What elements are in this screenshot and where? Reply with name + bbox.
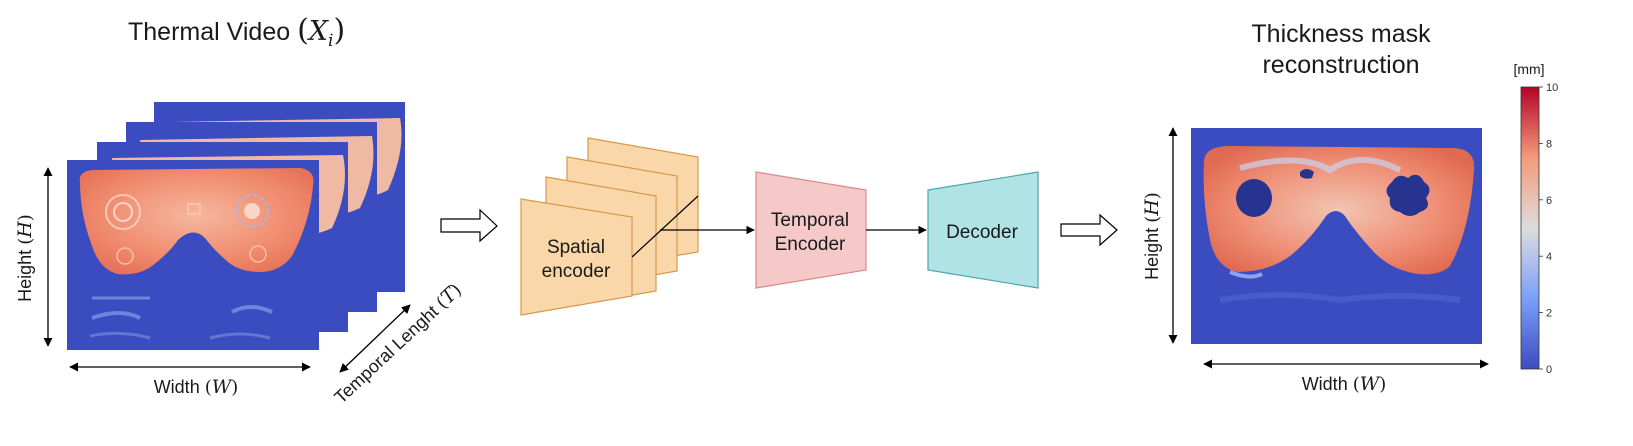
output-height-label: Height (H) [1141, 192, 1163, 280]
thickness-mask-image [1191, 128, 1482, 344]
output-title-line-1: Thickness mask [1251, 20, 1431, 48]
thermal-video-frames [67, 102, 405, 350]
colorbar-gradient [1520, 86, 1540, 370]
colorbar-tick-label: 2 [1546, 308, 1552, 320]
colorbar-unit: [mm] [1513, 61, 1544, 77]
colorbar-tick-label: 4 [1546, 251, 1552, 263]
temporal-encoder-label-1: Temporal [771, 210, 849, 231]
decoder-label: Decoder [946, 222, 1018, 243]
output-title-line-2: reconstruction [1262, 51, 1419, 79]
input-title: Thermal Video (Xi) [128, 13, 345, 51]
colorbar-ticks: 0 2 4 6 8 10 [1539, 82, 1558, 376]
decoder: Decoder [927, 171, 1039, 289]
output-width-label: Width (W) [1302, 373, 1387, 395]
spatial-encoder-label-1: Spatial [547, 237, 605, 258]
input-width-label: Width (W) [154, 376, 239, 398]
video-frame-1 [67, 160, 319, 350]
temporal-length-arrow [339, 304, 411, 373]
flow-arrow-input [440, 208, 498, 243]
input-height-label: Height (H) [14, 214, 36, 302]
colorbar-tick-label: 10 [1546, 82, 1558, 94]
colorbar-tick-label: 0 [1546, 364, 1552, 376]
colorbar: [mm] 0 2 4 6 8 10 [1513, 61, 1558, 376]
temporal-encoder-label-2: Encoder [775, 234, 846, 255]
temporal-encoder: Temporal Encoder [755, 171, 867, 289]
flow-arrow-output [1060, 213, 1118, 247]
colorbar-tick-label: 8 [1546, 138, 1552, 150]
spatial-encoder-label-2: encoder [542, 261, 611, 282]
colorbar-tick-label: 6 [1546, 195, 1552, 207]
spatial-encoder: Spatial encoder [520, 137, 699, 316]
